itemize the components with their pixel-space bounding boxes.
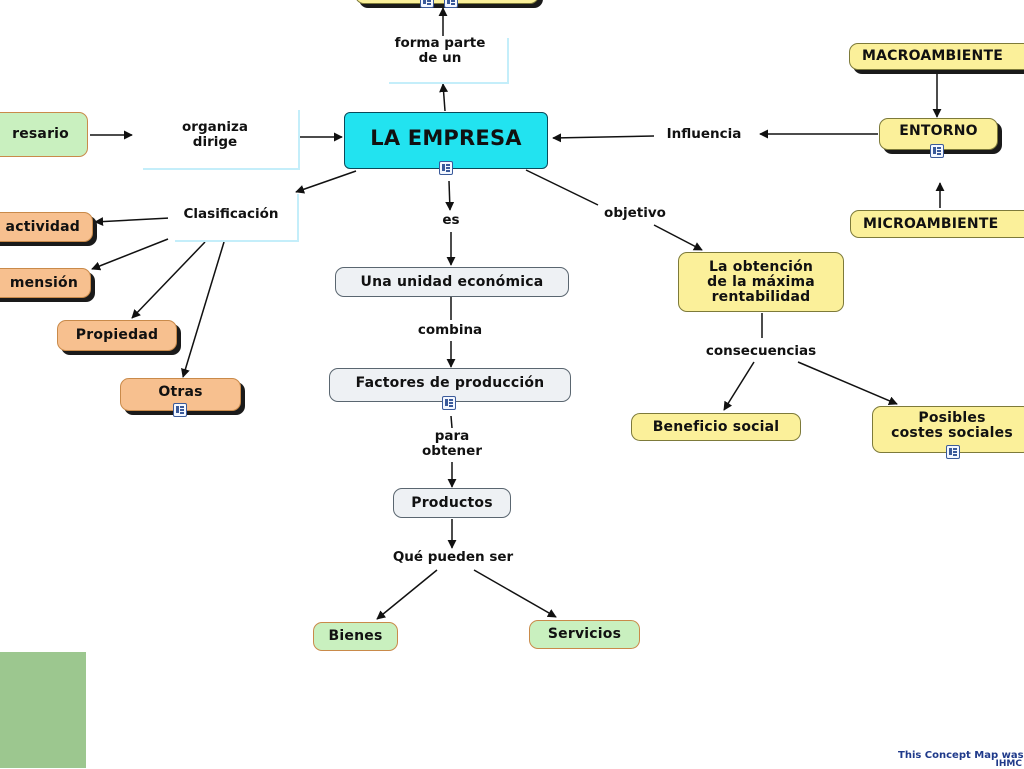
connector-clasif-actividad [94,217,171,227]
node-bienes[interactable]: Bienes [313,622,398,651]
link-frame [175,194,299,242]
connector-que-servicios [473,569,557,618]
connector-clasif-dimension [91,238,169,271]
node-actividad[interactable]: actividad [0,212,93,242]
link-clasificacion: Clasificación [168,207,294,222]
document-resource-icon[interactable] [930,144,944,158]
connector-empresa-es [445,180,455,211]
link-frame [389,38,509,84]
link-combina: combina [404,323,496,338]
connector-empresa-formaparte [439,83,449,112]
link-forma-parte: forma parte de un [380,36,500,66]
concept-map-credit-tail: IHMC [995,759,1022,769]
connector-empresa-clasificacion [295,170,357,194]
link-consecuencias: consecuencias [688,344,834,359]
connector-clasif-otras [181,241,225,378]
link-influencia: Influencia [656,127,752,142]
link-es: es [436,213,466,228]
concept-map-credit: This Concept Map was creat [898,750,1024,761]
link-para-obtener: para obtener [406,429,498,459]
document-resource-icon[interactable] [173,403,187,417]
document-resource-icon[interactable] [442,396,456,410]
link-objetivo: objetivo [594,206,676,221]
link-frame [143,110,300,170]
node-beneficio-social[interactable]: Beneficio social [631,413,801,441]
connector-conseq-costes [797,361,898,405]
node-macroambiente[interactable]: MACROAMBIENTE [849,43,1024,70]
connector-conseq-beneficio [723,361,755,411]
connector-factores-para [450,415,453,429]
node-unidad-economica[interactable]: Una unidad económica [335,267,569,297]
link-organiza-dirige: organiza dirige [152,120,278,150]
node-productos[interactable]: Productos [393,488,511,518]
document-resource-icon[interactable] [420,0,434,8]
node-servicios[interactable]: Servicios [529,620,640,649]
connector-influencia-empresa [552,133,655,143]
connector-objetivo-obtencion [653,224,703,251]
document-resource-icon[interactable] [444,0,458,8]
node-dimension[interactable]: mensión [0,268,91,298]
node-propiedad[interactable]: Propiedad [57,320,177,351]
connector-empresa-objetivo [525,169,599,206]
node-obtencion-rentabilidad[interactable]: La obtención de la máxima rentabilidad [678,252,844,312]
connector-que-bienes [376,569,438,620]
link-que-pueden-ser: Qué pueden ser [372,550,534,565]
slide-side-panel [0,652,86,768]
node-microambiente[interactable]: MICROAMBIENTE [850,210,1024,238]
document-resource-icon[interactable] [439,161,453,175]
connector-clasif-propiedad [131,241,206,319]
node-empresario[interactable]: resario [0,112,88,157]
node-otras[interactable]: Otras [120,378,241,411]
document-resource-icon[interactable] [946,445,960,459]
